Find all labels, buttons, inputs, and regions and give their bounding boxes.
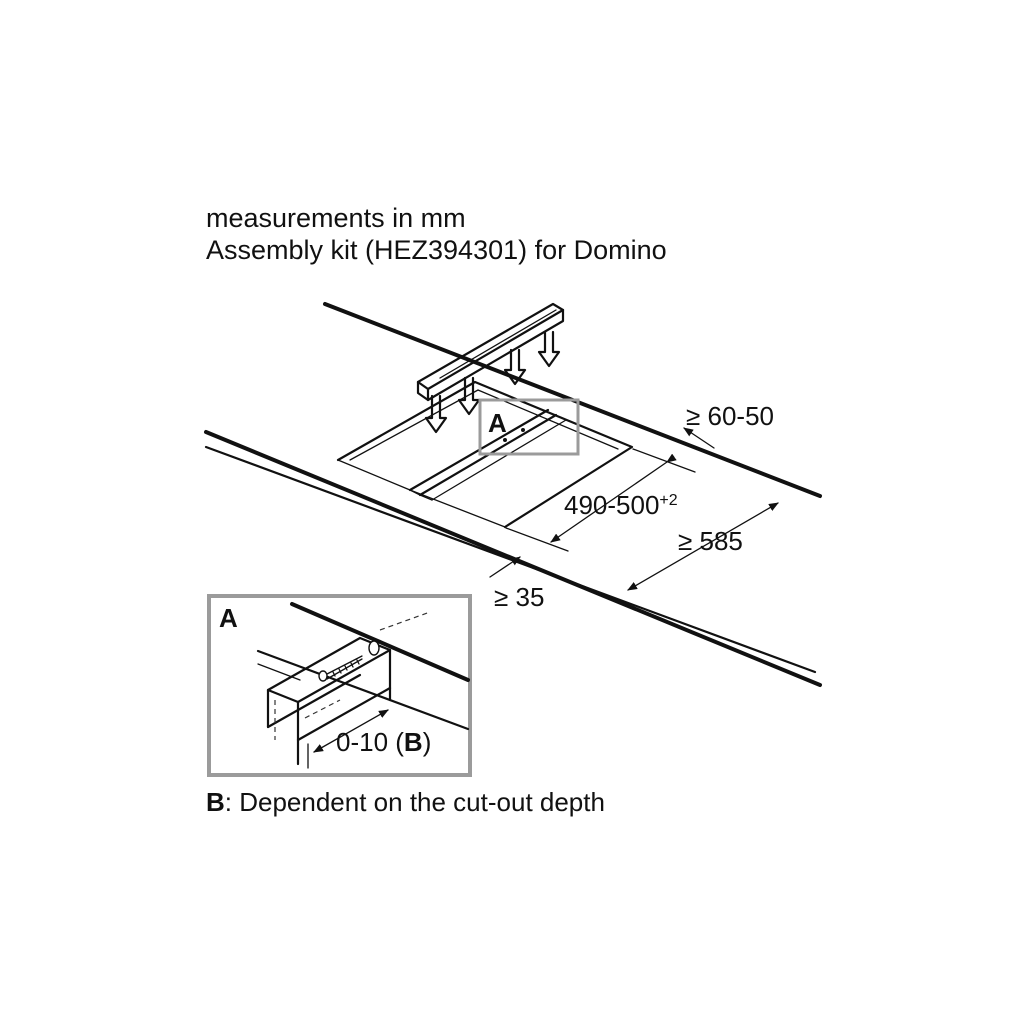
- detail-callout-box: [478, 398, 580, 456]
- dimension-cutout-width: 490-500+2: [505, 448, 696, 552]
- screw-hole: [368, 640, 380, 656]
- dimension-cutout-width-label: 490-500: [564, 490, 659, 520]
- insert-arrow-1: [424, 394, 448, 434]
- insert-arrow-2: [457, 376, 481, 416]
- detail-callout-label: A: [488, 408, 507, 438]
- footnote-key: B: [206, 787, 225, 817]
- detail-offset-close: ): [423, 727, 432, 757]
- svg-text:B: Dependent on the cut-out de: B: Dependent on the cut-out depth: [206, 787, 605, 817]
- dimension-front-gap: ≥ 35: [489, 556, 544, 612]
- insert-arrow-4: [537, 330, 561, 368]
- detail-inset: A 0-10 (B): [207, 594, 472, 777]
- inset-worktop-edge: [290, 602, 470, 682]
- footnote-text: : Dependent on the cut-out depth: [225, 787, 605, 817]
- cutout-depth-right: [409, 489, 506, 528]
- detail-offset-value: 0-10 (: [336, 727, 404, 757]
- insert-arrow-3: [503, 348, 527, 386]
- title-line-2: Assembly kit (HEZ394301) for Domino: [206, 235, 667, 265]
- title-line-1: measurements in mm: [206, 203, 466, 233]
- screw-icon: [318, 655, 363, 682]
- detail-inset-label: A: [219, 603, 238, 633]
- dimension-rear-gap-label: ≥ 60-50: [686, 401, 774, 431]
- cutout-depth-left: [337, 459, 411, 491]
- cutout-inner-edge: [349, 389, 619, 461]
- svg-text:490-500+2: 490-500+2: [564, 490, 678, 520]
- dimension-rear-gap: ≥ 60-50: [683, 401, 774, 449]
- insert-arrows: [424, 330, 561, 434]
- detail-offset-ref: B: [404, 727, 423, 757]
- svg-text:0-10 (B): 0-10 (B): [336, 727, 431, 757]
- support-strip-loose: [416, 302, 565, 402]
- dimension-cutout-tolerance: +2: [659, 492, 677, 509]
- dimension-worktop-depth: ≥ 585: [627, 502, 779, 591]
- dimension-worktop-depth-label: ≥ 585: [678, 526, 743, 556]
- dimension-front-gap-label: ≥ 35: [494, 582, 544, 612]
